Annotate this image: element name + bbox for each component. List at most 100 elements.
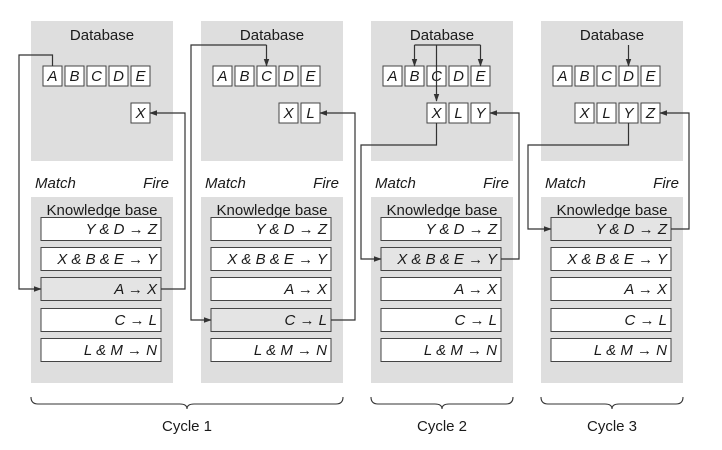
knowledge-base-title: Knowledge base: [387, 202, 498, 219]
rule-label: C → L: [284, 312, 327, 329]
fire-label: Fire: [313, 175, 339, 192]
fact-box: [108, 65, 129, 87]
rule-label: L & M → N: [254, 342, 327, 359]
database-panel: [371, 21, 513, 161]
cycle-brace: [540, 396, 684, 410]
fact-label: C: [261, 68, 272, 85]
rule-label: X & B & E → Y: [396, 251, 498, 268]
match-label: Match: [375, 175, 416, 192]
cycle-label: Cycle 3: [587, 418, 637, 435]
rule-box: [210, 338, 332, 362]
rule-box: [40, 217, 162, 241]
fact-label: E: [135, 68, 146, 85]
match-label: Match: [205, 175, 246, 192]
rule-label: L & M → N: [84, 342, 157, 359]
rule-box: [550, 247, 672, 271]
fact-label: Y: [623, 105, 634, 122]
fact-label: L: [454, 105, 462, 122]
rule-box: [380, 277, 502, 301]
database-panel: [31, 21, 173, 161]
fact-label: Z: [645, 105, 656, 122]
rule-box: [550, 277, 672, 301]
rule-label: C → L: [114, 312, 157, 329]
fact-box: [448, 102, 469, 124]
fire-label: Fire: [143, 175, 169, 192]
fact-label: B: [409, 68, 419, 85]
fact-box: [130, 65, 151, 87]
rule-label: Y & D → Z: [256, 221, 328, 238]
fact-label: X: [134, 105, 146, 122]
match-connector: [360, 123, 438, 262]
fact-label: B: [239, 68, 249, 85]
fact-label: X: [430, 105, 442, 122]
fact-label: A: [386, 68, 397, 85]
rule-box: [40, 338, 162, 362]
rule-label: A → X: [283, 281, 328, 298]
fact-label: C: [91, 68, 102, 85]
rule-label: C → L: [624, 312, 667, 329]
fact-box: [596, 65, 617, 87]
fact-label: X: [282, 105, 294, 122]
match-label: Match: [35, 175, 76, 192]
database-title: Database: [240, 27, 304, 44]
fact-label: E: [475, 68, 486, 85]
rule-label: Y & D → Z: [426, 221, 498, 238]
rule-label: L & M → N: [424, 342, 497, 359]
database-title: Database: [410, 27, 474, 44]
fact-box: [278, 65, 299, 87]
rule-box: [40, 308, 162, 332]
fire-label: Fire: [653, 175, 679, 192]
database-panel: [541, 21, 683, 161]
fact-label: E: [645, 68, 656, 85]
fact-label: D: [113, 68, 124, 85]
fire-connector: [149, 110, 186, 290]
fact-box: [234, 65, 255, 87]
rule-label: X & B & E → Y: [226, 251, 328, 268]
fact-box: [278, 102, 299, 124]
rule-box: [380, 338, 502, 362]
fact-label: A: [46, 68, 57, 85]
rule-box: [210, 247, 332, 271]
rule-box: [380, 308, 502, 332]
fire-connector: [489, 110, 520, 260]
fact-label: A: [556, 68, 567, 85]
database-title: Database: [70, 27, 134, 44]
fact-box: [86, 65, 107, 87]
fire-connector: [319, 110, 356, 321]
fact-label: E: [305, 68, 316, 85]
cycle-brace: [370, 396, 514, 410]
fact-box: [574, 65, 595, 87]
rule-label: A → X: [113, 281, 158, 298]
cycle-brace: [30, 396, 344, 410]
rule-label: Y & D → Z: [86, 221, 158, 238]
fact-box: [300, 65, 321, 87]
fact-label: B: [579, 68, 589, 85]
fact-label: D: [453, 68, 464, 85]
fact-label: L: [602, 105, 610, 122]
match-connector: [190, 44, 267, 323]
fact-label: C: [601, 68, 612, 85]
rule-label: L & M → N: [594, 342, 667, 359]
fact-label: Y: [475, 105, 486, 122]
rule-box: [40, 247, 162, 271]
fact-box: [64, 65, 85, 87]
cycle-label: Cycle 2: [417, 418, 467, 435]
rule-box: [550, 308, 672, 332]
match-label: Match: [545, 175, 586, 192]
knowledge-base-title: Knowledge base: [217, 202, 328, 219]
fact-label: B: [69, 68, 79, 85]
fact-box: [382, 65, 403, 87]
rule-label: A → X: [453, 281, 498, 298]
rule-box: [380, 217, 502, 241]
knowledge-base-title: Knowledge base: [557, 202, 668, 219]
rule-label: Y & D → Z: [596, 221, 668, 238]
rule-label: A → X: [623, 281, 668, 298]
rule-label: C → L: [454, 312, 497, 329]
rule-box: [210, 277, 332, 301]
fact-box: [596, 102, 617, 124]
database-title: Database: [580, 27, 644, 44]
match-connector: [527, 123, 630, 232]
database-panel: [201, 21, 343, 161]
